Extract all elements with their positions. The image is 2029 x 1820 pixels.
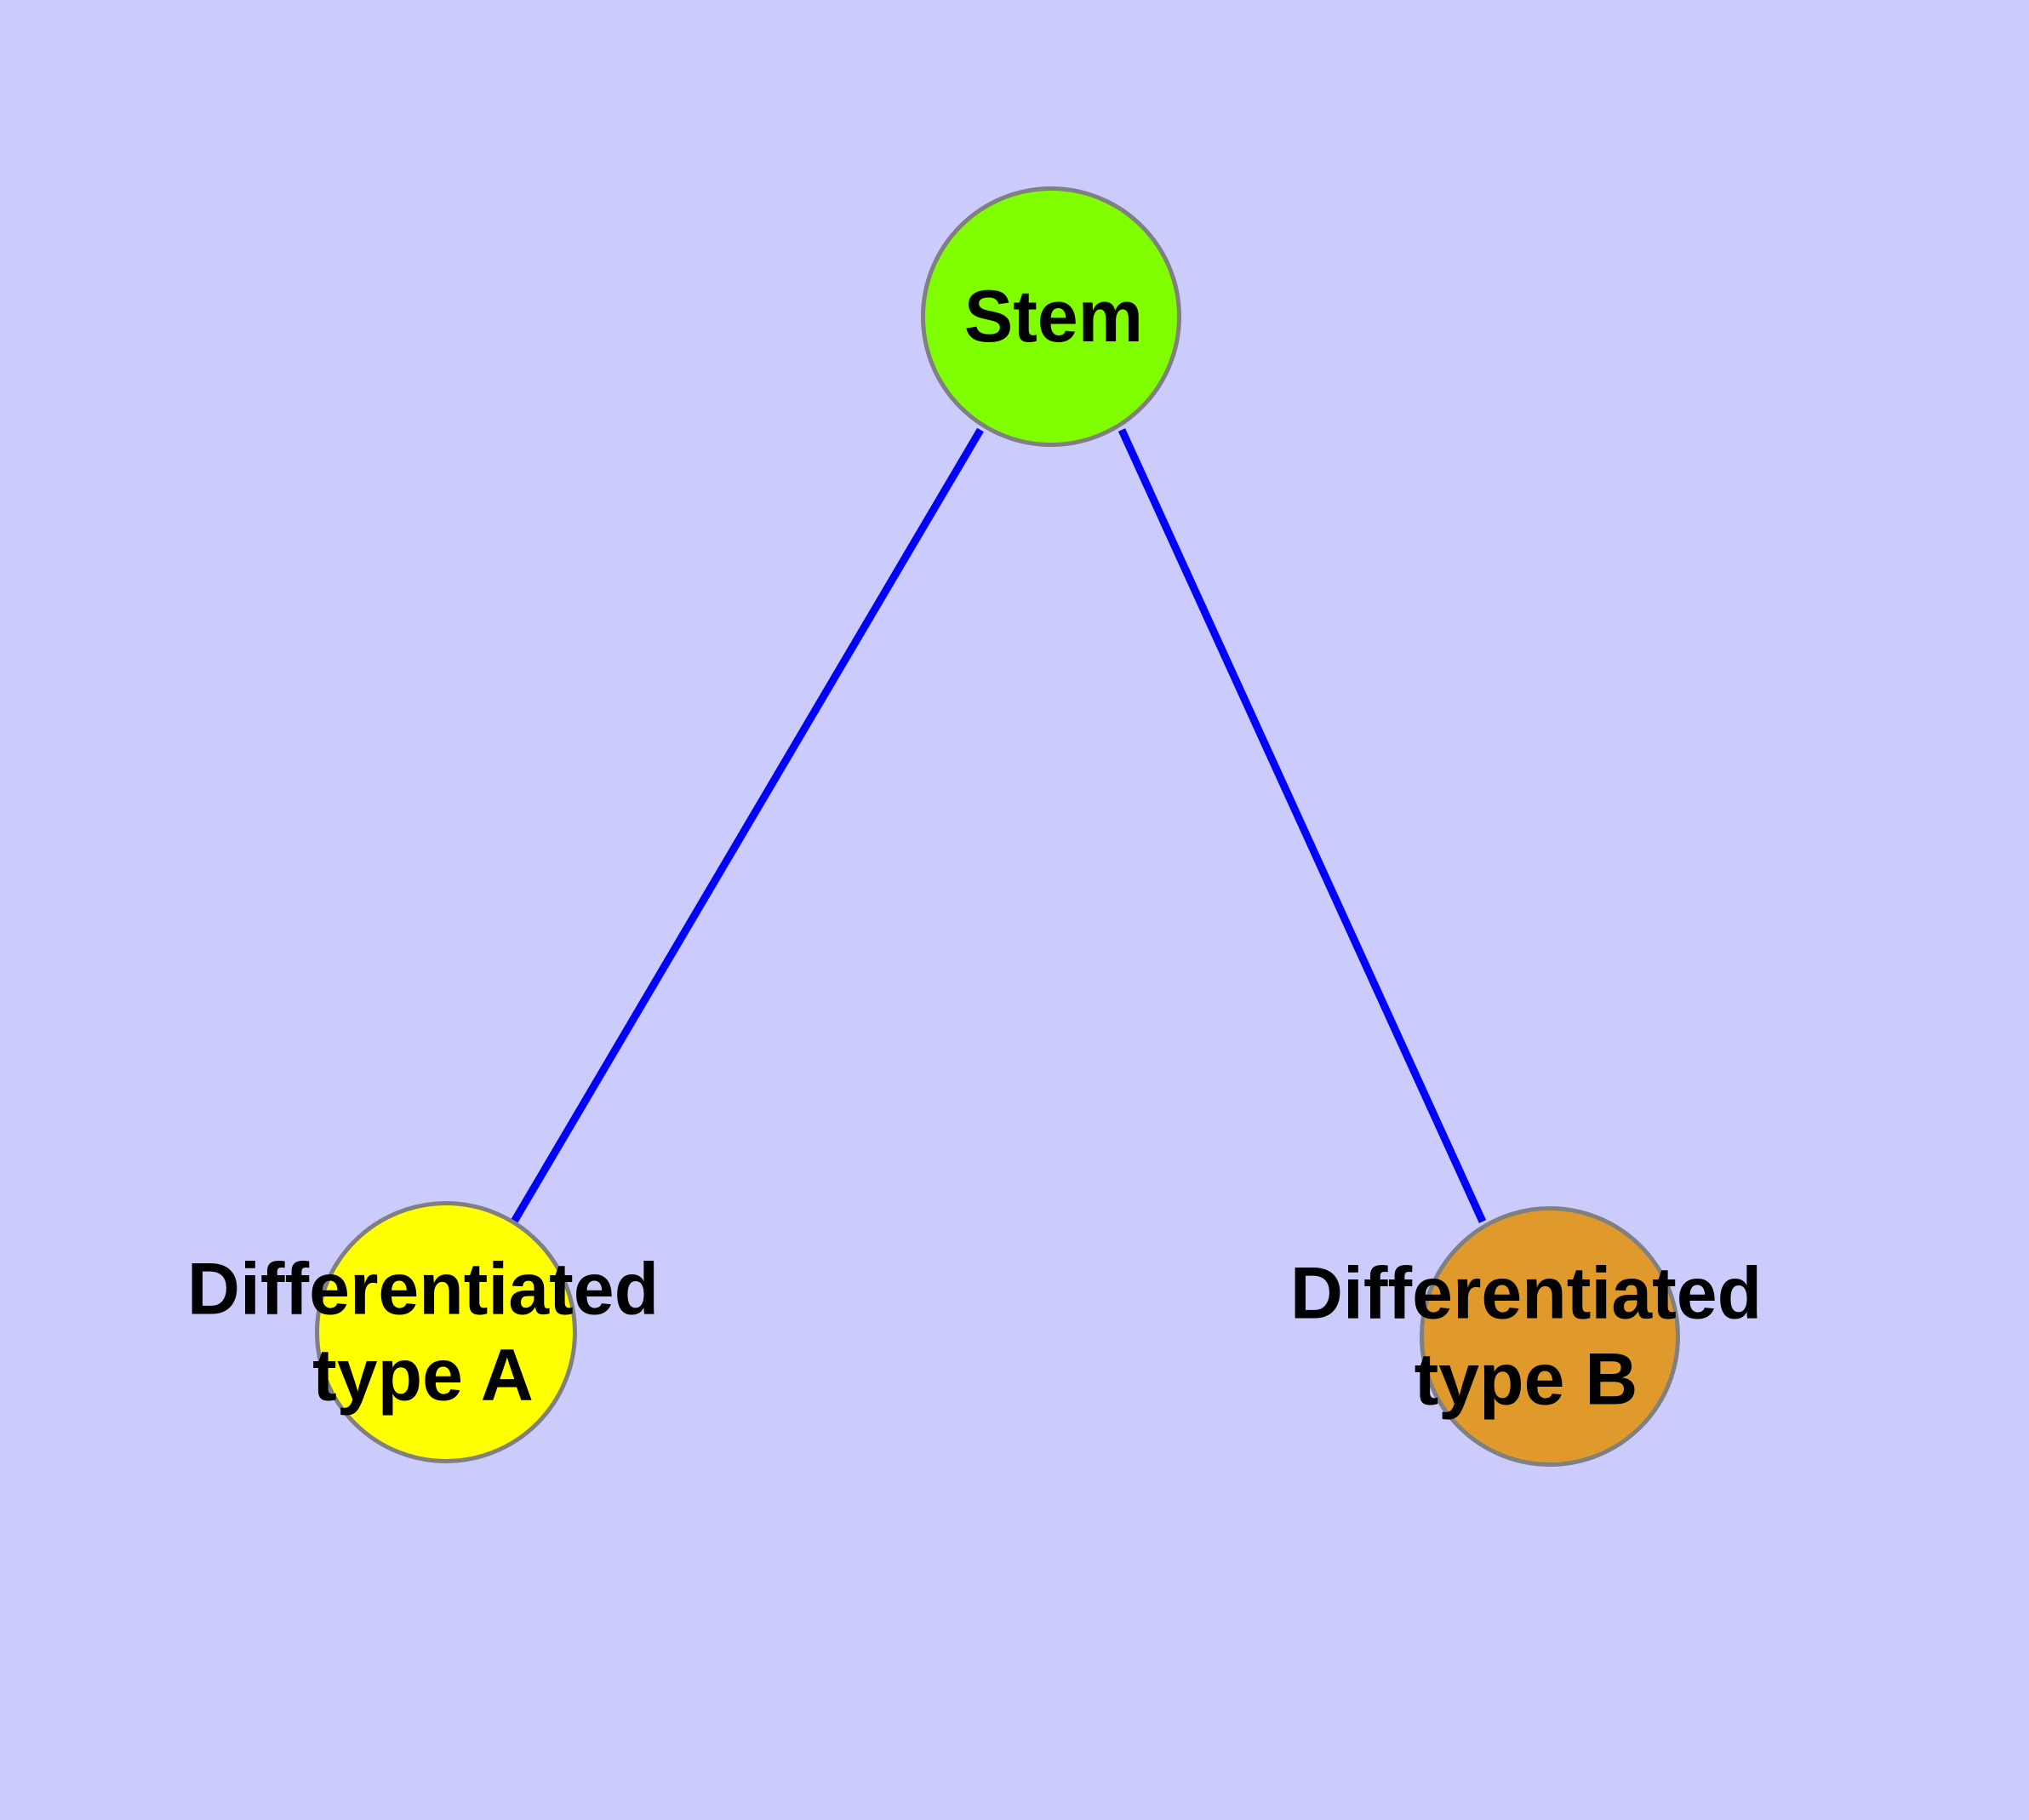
node-stem[interactable] <box>921 186 1181 447</box>
edges-group <box>511 427 1487 1224</box>
edge-stem-to-diff-b[interactable] <box>1117 428 1487 1223</box>
node-label-line: Differentiated <box>1290 1252 1762 1334</box>
node-label-line: Differentiated <box>187 1248 659 1330</box>
node-label-stem: Stem <box>964 276 1143 358</box>
node-label-line: type B <box>1415 1339 1638 1421</box>
edge-stem-to-diff-a[interactable] <box>511 427 984 1224</box>
node-diff_b[interactable] <box>1420 1206 1680 1467</box>
node-diff_a[interactable] <box>315 1201 577 1463</box>
node-label-line: Stem <box>964 276 1143 358</box>
node-label-line: type A <box>312 1335 534 1417</box>
nodes-group <box>315 186 1680 1467</box>
